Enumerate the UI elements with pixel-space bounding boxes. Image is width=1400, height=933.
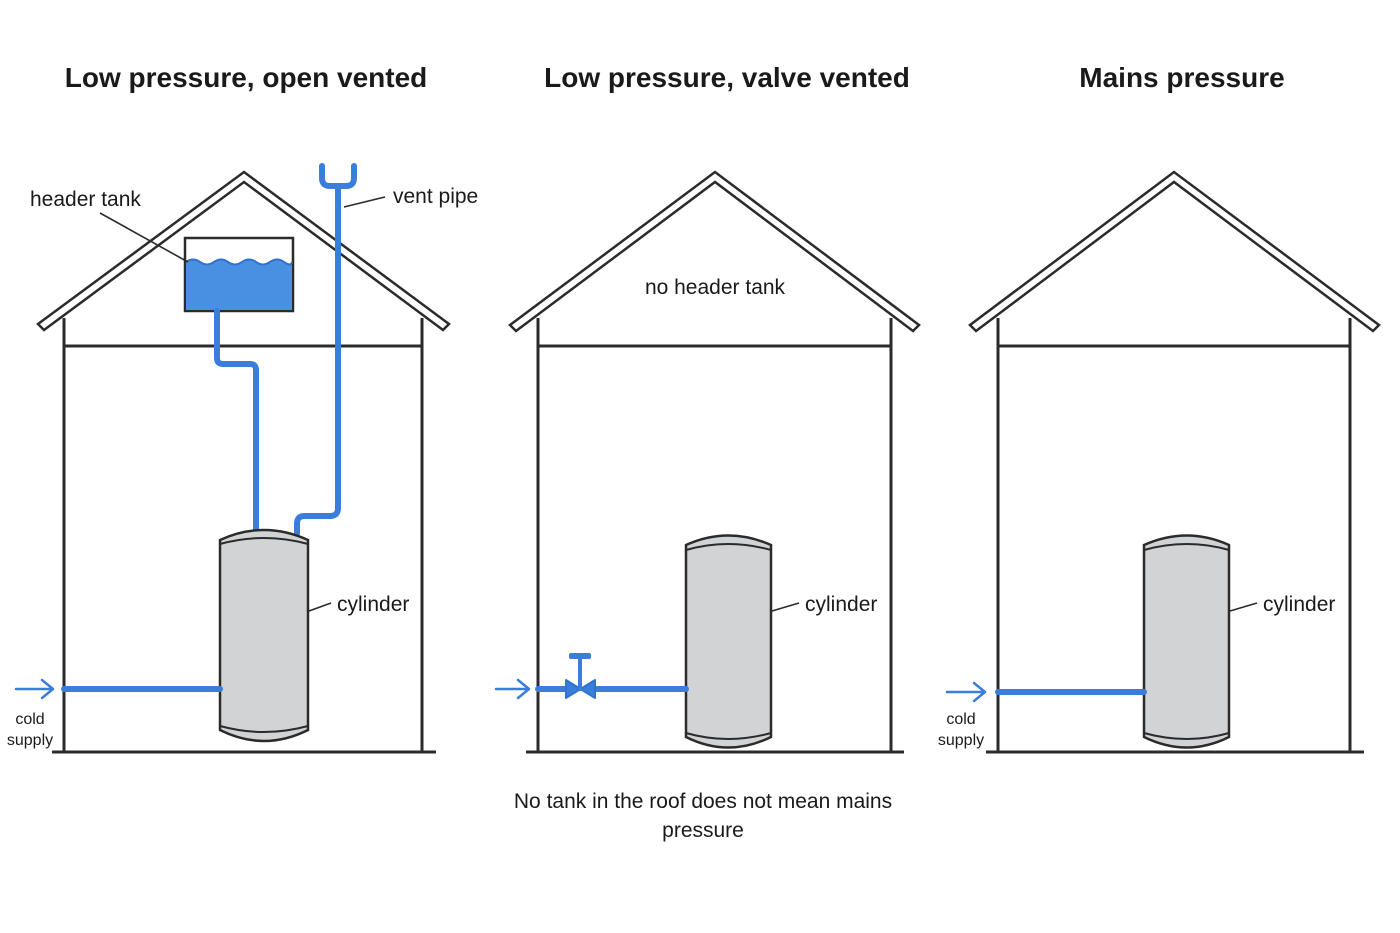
note-line-2: pressure bbox=[662, 819, 744, 842]
cylinder-3 bbox=[1142, 534, 1231, 749]
cylinder-2 bbox=[684, 534, 773, 749]
panel-2-title: Low pressure, valve vented bbox=[544, 62, 910, 93]
cylinder-label-2: cylinder bbox=[805, 593, 877, 616]
cylinder-label-3: cylinder bbox=[1263, 593, 1335, 616]
cylinder-label-1: cylinder bbox=[337, 593, 409, 616]
arrow-right-icon bbox=[494, 678, 531, 700]
panel-3-house bbox=[968, 170, 1381, 754]
header-tank-label: header tank bbox=[30, 188, 141, 211]
no-header-tank-label: no header tank bbox=[645, 276, 786, 299]
vent-pipe-leader bbox=[343, 196, 386, 208]
note-line-1: No tank in the roof does not mean mains bbox=[514, 790, 892, 813]
panel-1-title: Low pressure, open vented bbox=[65, 62, 428, 93]
vent-pipe-label: vent pipe bbox=[393, 185, 478, 208]
feed-pipe bbox=[214, 308, 259, 535]
cold-label-1: cold bbox=[15, 711, 44, 728]
cylinder-leader-1 bbox=[308, 602, 332, 612]
panel-2-house bbox=[508, 170, 921, 754]
cold-label-3: cold bbox=[946, 711, 975, 728]
panel-1-house bbox=[36, 170, 451, 754]
header-tank bbox=[183, 236, 295, 313]
cylinder-1 bbox=[218, 528, 310, 743]
arrow-right-icon bbox=[945, 681, 987, 703]
supply-label-1: supply bbox=[7, 732, 53, 749]
cylinder-leader-2 bbox=[771, 602, 800, 612]
vent-pipe bbox=[294, 163, 357, 537]
header-tank-leader bbox=[99, 212, 189, 263]
supply-label-3: supply bbox=[938, 732, 984, 749]
cylinder-leader-3 bbox=[1229, 602, 1258, 612]
panel-3-title: Mains pressure bbox=[1079, 62, 1284, 93]
arrow-right-icon bbox=[14, 678, 55, 700]
valve-icon bbox=[565, 653, 596, 699]
